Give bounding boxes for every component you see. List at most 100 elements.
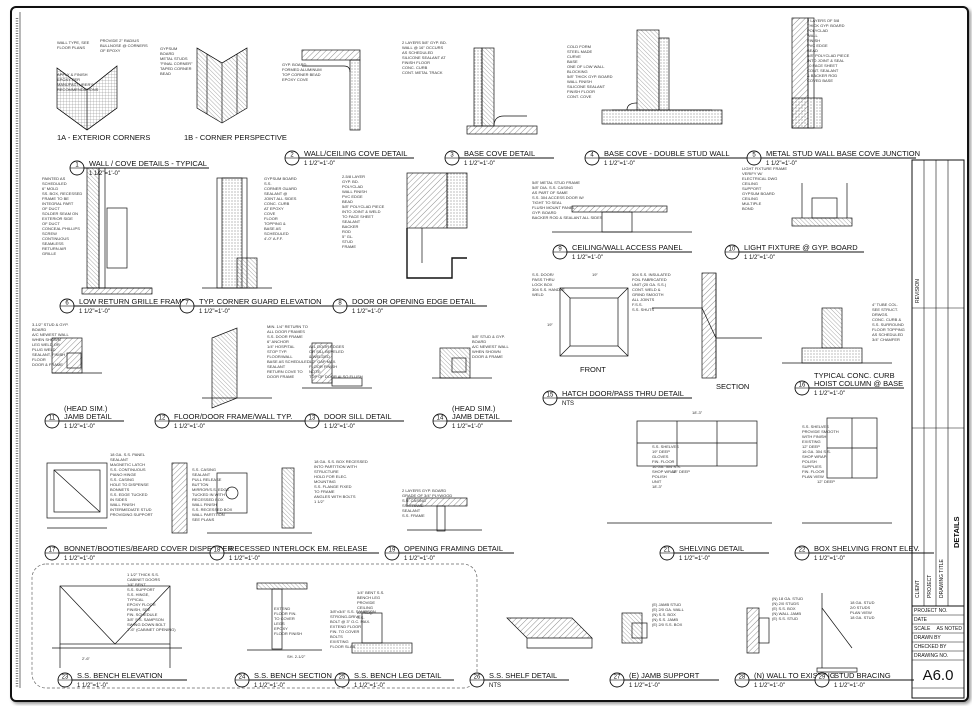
note-n12-line: AS PART OF SAME [532,190,568,195]
note-n25-line: FIN. FLOOR [652,459,675,464]
note-n30-line: CEILING [357,605,373,610]
dimension-d6: 12" DEEP [817,479,835,484]
note-n24-line: S.S. CASING [402,498,426,503]
detail-28-drawing [746,607,770,654]
note-n11-line: GYP. BD. [342,179,359,184]
detail-11-drawing [51,337,102,374]
detail-27-drawing [621,612,648,644]
note-n18-line: LOCK BOX [532,282,553,287]
note-n21-line: MAGNETIC LATCH [110,462,145,467]
note-n27-line: FINISH, SEE [127,607,151,612]
note-n8-line: 10 FACE SHEET [807,63,838,68]
note-n13-line: GYPSUM BOARD [742,191,775,196]
hatch-section-label: SECTION [716,382,749,391]
note-n10-line: 4'-0" A.F.F. [264,236,283,241]
note-n27-line: 1/4" BENT [127,582,146,587]
note-n7-line: BLOCKING [567,69,588,74]
title-block [911,159,965,699]
detail-26-drawing [506,617,593,649]
note-n22-line: S.S. RECESSED BOX [192,507,233,512]
note-n17-line: A/C NEWEST WALL [472,344,509,349]
note-n18-line: PASS THRU [532,277,555,282]
note-n23-line: INTO PARTITION WITH [314,464,357,469]
note-n22-line: RECESSED BOX [192,497,224,502]
note-n4-line: BEAD [160,71,171,76]
note-n20-line: AS SCHEDULED [872,332,903,337]
note-n25-line: GLOVES [652,454,669,459]
note-n27-line: 2'-6" (CABINET OPENING) [127,627,176,632]
note-n11-line: BEAD [342,199,353,204]
detail-25-number: 25 [339,675,346,681]
note-n21-line: S.S. EDGE TUCKED [110,492,148,497]
note-n15-line: DOOR FRAME [267,374,294,379]
detail-6-number: 6 [65,301,69,307]
note-n26-line: PLAN VIEW [802,474,824,479]
detail-15-front-drawing [559,287,629,357]
note-n8-line: 2 LAYERS OF 5/8 [807,18,840,23]
note-n8-line: BEAD [807,48,818,53]
detail-25-drawing [351,612,413,654]
detail-11-scale: 1 1/2"=1'-0" [64,424,95,430]
note-n25-line: 16 GA. 304 S.S. [652,464,681,469]
note-n10-line: SCHEDULED [264,231,289,236]
note-n20-line: DRWGS. [872,312,888,317]
note-n16-line: & WELDED [309,354,330,359]
note-n21-line: INTERMEDIATE STUD [110,507,152,512]
note-n33-line: PLAN VIEW [850,610,872,615]
detail-2-number: 2 [290,153,294,159]
detail-18-title: RECESSED INTERLOCK EM. RELEASE [229,544,367,553]
note-n7-line: ONE OF LOW WALL [567,64,605,69]
note-n1-line: WALL TYPE, SEE [57,40,90,45]
note-n11-line: INTO JOINT & WELD [342,209,381,214]
detail-7-number: 7 [185,301,189,307]
note-n25-line: 18'-3" [652,484,663,489]
note-n23-line: HOLD FOR ELEC. [314,474,347,479]
detail-19-title: OPENING FRAMING DETAIL [404,544,503,553]
note-n29-line: EXTEND FLOOR [330,624,361,629]
note-n11-line: PVC EDGE [342,194,363,199]
detail-22-drawing [802,417,892,524]
note-n19-line: ALL JOINTS [632,297,655,302]
note-n7-line: SILICONE SEALANT [567,84,606,89]
detail-11-pre-title: (HEAD SIM.) [64,404,108,413]
detail-25-title: S.S. BENCH LEG DETAIL [354,671,441,680]
note-n20-line: CONC. CURB & [872,317,901,322]
note-n9-line: PAINTED AS [42,176,66,181]
detail-8-title: DOOR OR OPENING EDGE DETAIL [352,297,476,306]
detail-3-number: 3 [450,153,454,159]
note-n5-line: EPOXY COVE [282,77,308,82]
note-n15-line: STOP TYP. [267,349,287,354]
note-n11-line: SEALANT [342,219,361,224]
note-n6-line: CONC. CURB [402,65,428,70]
detail-21-title: SHELVING DETAIL [679,544,744,553]
note-n9-line: CONTINUOUS [42,236,69,241]
note-n17-line: 5/8" STUD & GYP. [472,334,505,339]
detail-28-scale: 1 1/2"=1'-0" [754,683,785,689]
note-n23-line: 1 1/2" [314,499,325,504]
note-n9-line: EXTERIOR SIDE [42,216,73,221]
note-n11-line: FRAME [342,244,356,249]
note-n20-line: 3/4" CHAMFER [872,337,900,342]
note-n29-line: EXISTING [330,639,349,644]
note-n23-line: 18 GA. S.S. BOX RECESSED [314,459,368,464]
detail-13-scale: 1 1/2"=1'-0" [324,424,355,430]
note-n6-line: CONT. METAL TRACK [402,70,443,75]
note-n22-line: TUCKED IN WITH [192,492,225,497]
detail-6-title: LOW RETURN GRILLE FRAME [79,297,187,306]
note-n3-line: APPLY & FINISH [57,72,88,77]
detail-6-drawing [81,167,153,295]
detail-14-title: JAMB DETAIL [452,412,500,421]
detail-1b-drawing [196,47,248,124]
note-n30-line: 1/4" BENT S.S. [357,590,384,595]
note-n2-line: PROVIDE 2" RADIUS [100,38,139,43]
detail-21-number: 21 [664,548,671,554]
note-n9-line: INTEGRAL PART [42,201,74,206]
note-n24-line: SS. FRAME [402,503,424,508]
detail-3-scale: 1 1/2"=1'-0" [464,161,495,167]
detail-24-title: S.S. BENCH SECTION [254,671,332,680]
detail-7-title: TYP. CORNER GUARD ELEVATION [199,297,322,306]
note-n22-line: BUTTON [192,482,208,487]
note-n25-line: UNIT [652,479,662,484]
note-n10-line: S.S. [264,181,272,186]
